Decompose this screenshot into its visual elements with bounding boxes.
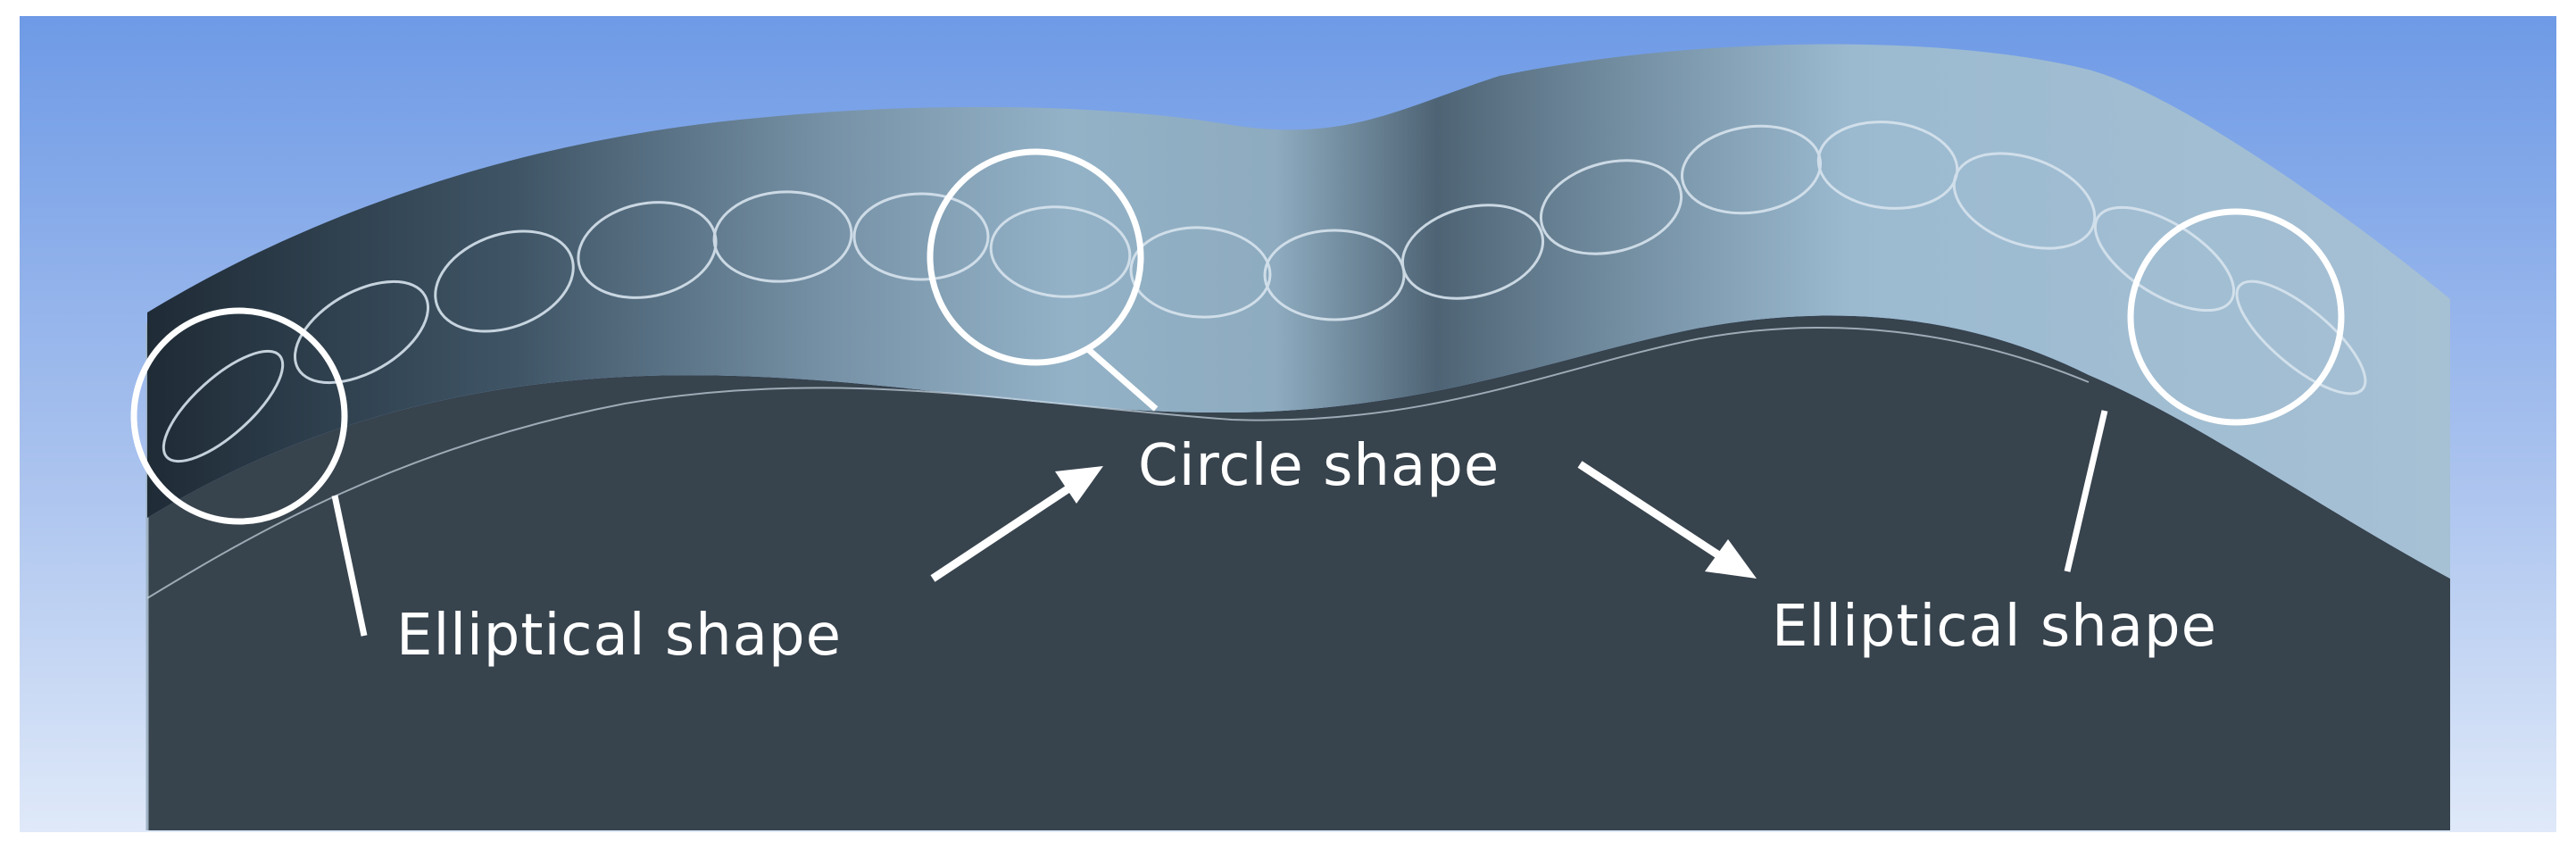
cross-section-ellipse [2235, 279, 2367, 396]
solid-body [147, 315, 2450, 830]
highlight-circle-left [130, 307, 348, 525]
label-circle-shape: Circle shape [1138, 433, 1500, 499]
cross-section-ellipse [1680, 124, 1823, 215]
leader-line-left [331, 495, 368, 637]
cross-section-ellipse [294, 279, 429, 385]
cross-section-ellipse [989, 205, 1132, 298]
cross-section-ellipse [1539, 159, 1683, 255]
band-lower-edge [146, 327, 2090, 599]
arrow-left-to-center [930, 466, 1103, 582]
arrow-center-to-right [1577, 461, 1757, 579]
cross-section-ellipse [162, 349, 285, 463]
label-elliptical-shape-left: Elliptical shape [396, 603, 842, 669]
cross-section-ellipse [1129, 226, 1272, 319]
leader-line-center [1086, 347, 1159, 412]
cross-section-ellipse [434, 229, 575, 333]
swept-band [147, 44, 2450, 579]
highlight-circle-center [927, 148, 1144, 366]
leader-line-right [2064, 410, 2108, 572]
cross-section-chain [162, 121, 2367, 463]
highlight-circle-right [2127, 208, 2345, 426]
cross-section-ellipse [852, 192, 990, 281]
cross-section-ellipse [1263, 229, 1406, 321]
cross-section-ellipse [1952, 152, 2097, 250]
label-elliptical-shape-right: Elliptical shape [1772, 594, 2217, 660]
cross-section-ellipse [1400, 204, 1545, 300]
cross-section-ellipse [712, 190, 853, 283]
